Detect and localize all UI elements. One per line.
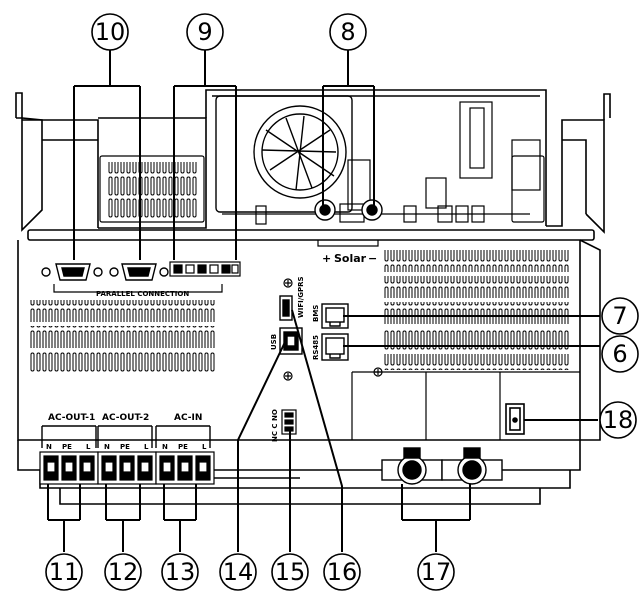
ac-out-2-label: AC-OUT-2 bbox=[102, 413, 149, 423]
svg-text:11: 11 bbox=[49, 558, 80, 586]
cooling-fan bbox=[215, 95, 353, 213]
callout-6: 6 bbox=[601, 335, 639, 373]
wifi-gprs-label: WIFI/GPRS bbox=[297, 276, 305, 318]
callout-16: 16 bbox=[323, 553, 361, 591]
parallel-port-2[interactable] bbox=[109, 263, 169, 281]
solar-plus-label: + bbox=[322, 252, 331, 265]
relay-label: NC C NO bbox=[271, 409, 279, 442]
lower-vents bbox=[30, 250, 580, 440]
terminal-pin-labels: N PE L N PE L N PE L bbox=[46, 443, 207, 451]
pin-l-1: L bbox=[86, 443, 91, 451]
callout-12: 12 bbox=[104, 553, 142, 591]
svg-text:9: 9 bbox=[197, 18, 212, 46]
svg-text:10: 10 bbox=[95, 18, 126, 46]
svg-text:17: 17 bbox=[421, 558, 452, 586]
pin-l-2: L bbox=[144, 443, 149, 451]
usb-label: USB bbox=[270, 334, 278, 350]
parallel-connection-label: PARALLEL CONNECTION bbox=[96, 290, 189, 298]
pin-pe-2: PE bbox=[120, 443, 130, 451]
solar-minus-label: − bbox=[368, 252, 377, 265]
ac-out-1-terminal[interactable] bbox=[39, 451, 99, 485]
svg-text:8: 8 bbox=[340, 18, 355, 46]
svg-text:13: 13 bbox=[165, 558, 196, 586]
callout-17: 17 bbox=[417, 553, 455, 591]
callout-14: 14 bbox=[219, 553, 257, 591]
wifi-gprs-port[interactable] bbox=[279, 295, 293, 321]
callout-leaders bbox=[47, 50, 600, 552]
screw-holes bbox=[283, 278, 383, 381]
solar-terminals bbox=[314, 199, 383, 221]
callout-8: 8 bbox=[329, 13, 367, 51]
svg-text:18: 18 bbox=[603, 406, 634, 434]
svg-text:7: 7 bbox=[612, 302, 627, 330]
ac-in-terminal[interactable] bbox=[155, 451, 215, 485]
ac-in-label: AC-IN bbox=[174, 413, 202, 423]
svg-text:15: 15 bbox=[275, 558, 306, 586]
callout-13: 13 bbox=[161, 553, 199, 591]
callout-9: 9 bbox=[186, 13, 224, 51]
callout-18: 18 bbox=[599, 401, 637, 439]
ac-terminal-block bbox=[41, 425, 211, 448]
callout-11: 11 bbox=[45, 553, 83, 591]
ac-out-2-terminal[interactable] bbox=[97, 451, 157, 485]
power-switch[interactable] bbox=[505, 403, 525, 435]
battery-terminal-negative[interactable] bbox=[441, 447, 503, 485]
usb-port[interactable] bbox=[279, 327, 303, 355]
bms-label: BMS bbox=[312, 305, 320, 322]
callout-15: 15 bbox=[271, 553, 309, 591]
svg-text:6: 6 bbox=[612, 340, 627, 368]
pin-l-3: L bbox=[202, 443, 207, 451]
pin-n-1: N bbox=[46, 443, 52, 451]
pin-n-2: N bbox=[104, 443, 110, 451]
battery-terminal-positive[interactable] bbox=[381, 447, 443, 485]
svg-text:12: 12 bbox=[108, 558, 139, 586]
callout-10: 10 bbox=[91, 13, 129, 51]
pin-pe-3: PE bbox=[178, 443, 188, 451]
solar-label: Solar bbox=[334, 252, 367, 265]
pin-n-3: N bbox=[162, 443, 168, 451]
parallel-port-1[interactable] bbox=[41, 263, 103, 281]
svg-text:16: 16 bbox=[327, 558, 358, 586]
rs485-label: RS485 bbox=[312, 335, 320, 360]
svg-text:14: 14 bbox=[223, 558, 254, 586]
callout-7: 7 bbox=[601, 297, 639, 335]
dry-contact-terminal[interactable] bbox=[281, 409, 297, 435]
current-share-terminal[interactable] bbox=[169, 261, 241, 277]
ac-out-1-label: AC-OUT-1 bbox=[48, 413, 95, 423]
pin-pe-1: PE bbox=[62, 443, 72, 451]
